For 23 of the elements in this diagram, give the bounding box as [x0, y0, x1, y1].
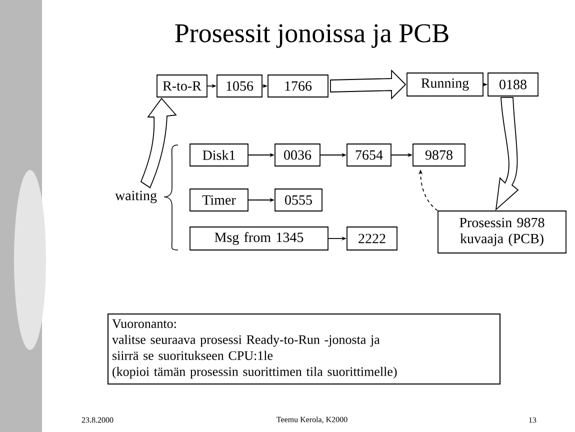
queue-box: 9878 — [412, 144, 466, 166]
queue-box: Prosessin 9878 kuvaaja (PCB) — [438, 210, 566, 254]
queue-box: Disk1 — [190, 144, 248, 166]
footer-text: 23.8.2000 — [82, 417, 114, 423]
block-arrow — [330, 69, 406, 100]
queue-box: 0036 — [274, 144, 320, 166]
footer-text: Teemu Kerola, K2000 — [276, 416, 348, 424]
footer-text: 13 — [529, 417, 536, 423]
queue-box: 0188 — [488, 72, 538, 96]
queue-box: 2222 — [346, 226, 398, 250]
queue-box: 7654 — [346, 144, 392, 166]
queue-box: 0555 — [274, 188, 322, 212]
queue-box: 1056 — [216, 74, 262, 98]
queue-box: R-to-R — [156, 74, 208, 98]
slide-title: Prosessit jonoissa ja PCB — [175, 24, 448, 48]
block-arrow — [496, 97, 518, 210]
queue-label: waiting — [115, 190, 157, 204]
queue-box: 1766 — [268, 74, 328, 98]
queue-box: Msg from 1345 — [190, 226, 328, 250]
queue-box: Timer — [190, 188, 248, 212]
note-box: Vuoronanto: valitse seuraava prosessi Ready-to-Run -jonosta ja siirrä se suoritukseen CPU:1le (kopioi tämän prosessin suorittimen tila suorittimelle) — [108, 314, 500, 384]
block-arrow — [140, 98, 176, 188]
queue-box: Running — [406, 72, 484, 96]
